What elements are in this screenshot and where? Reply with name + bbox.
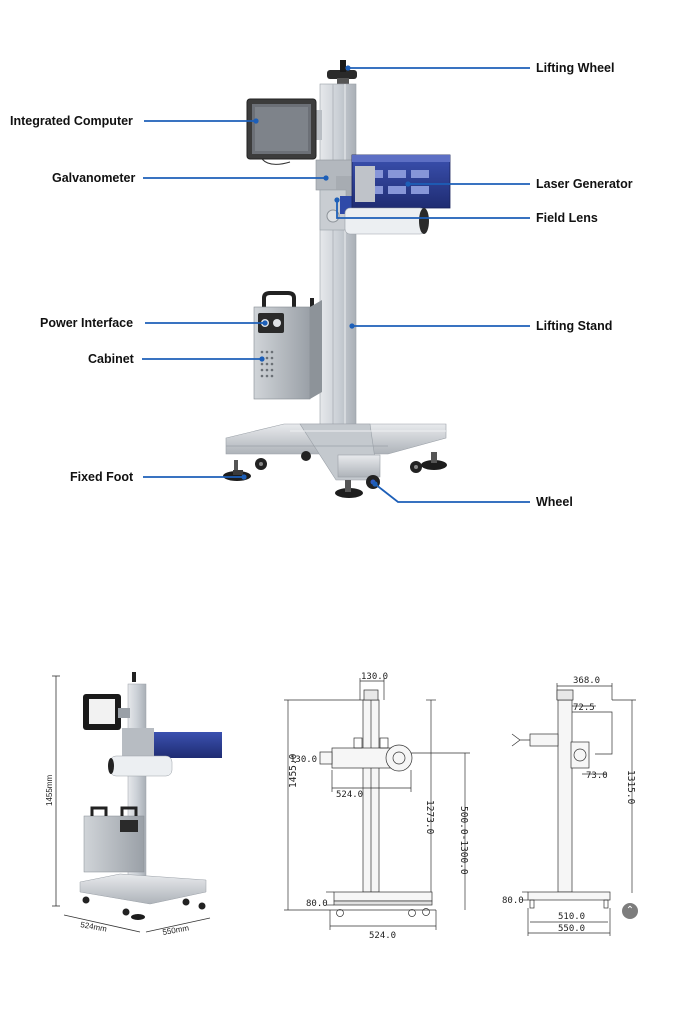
base-frame-part (225, 423, 447, 481)
callouts (142, 67, 530, 503)
side-view-dims: 368.0 72.5 73.0 1315.0 80.0 510.0 550.0 (502, 676, 636, 934)
photo-width-dim: 550mm (162, 923, 190, 937)
lifting-stand-part (319, 83, 357, 435)
sv-outer-width: 550.0 (558, 924, 585, 934)
laser-generator-part (351, 154, 451, 209)
label-laser-generator: Laser Generator (536, 177, 633, 191)
lifting-wheel-part (327, 60, 357, 86)
photo-depth-dim: 524mm (80, 920, 108, 934)
photo-height-dim: 1455mm (45, 775, 54, 806)
sv-inner-width: 510.0 (558, 912, 585, 922)
front-view-drawing (284, 678, 470, 930)
label-field-lens: Field Lens (536, 211, 598, 225)
label-integrated-computer: Integrated Computer (10, 114, 133, 128)
scroll-top-button[interactable]: ⌃ (622, 903, 638, 919)
fv-lift-range: 500.0-1300.0 (458, 806, 469, 875)
label-fixed-foot: Fixed Foot (70, 470, 134, 484)
cabinet-part (253, 291, 322, 400)
leader-wheel (374, 483, 530, 503)
chevron-up-icon: ⌃ (625, 905, 635, 916)
sv-base-height: 80.0 (502, 896, 524, 906)
field-lens-part (344, 207, 429, 235)
front-view-dims: 130.0 130.0 524.0 1455.0 1273.0 500.0-13… (288, 672, 469, 941)
fixed-foot-part (223, 452, 447, 498)
leader-field-lens (336, 200, 530, 219)
wheel-part (255, 451, 422, 489)
fv-base-width: 524.0 (369, 931, 396, 941)
fv-head-offset: 130.0 (290, 755, 317, 765)
label-wheel: Wheel (536, 495, 573, 509)
fv-top-width: 130.0 (361, 672, 388, 682)
callout-dots (241, 65, 411, 487)
galvanometer-part (315, 159, 357, 231)
fv-arm-length: 524.0 (336, 790, 363, 800)
fv-total-height: 1455.0 (288, 753, 299, 788)
label-lifting-wheel: Lifting Wheel (536, 61, 614, 75)
sv-offset-b: 73.0 (586, 771, 608, 781)
machine-illustration (223, 60, 451, 498)
fv-base-height: 80.0 (306, 899, 328, 909)
sv-offset-a: 72.5 (573, 703, 595, 713)
side-view-drawing (511, 683, 636, 936)
fv-head-height: 1273.0 (424, 800, 435, 835)
label-lifting-stand: Lifting Stand (536, 319, 612, 333)
label-power-interface: Power Interface (40, 316, 133, 330)
sv-height: 1315.0 (625, 770, 636, 805)
label-galvanometer: Galvanometer (52, 171, 136, 185)
integrated-computer-part (246, 98, 322, 165)
label-cabinet: Cabinet (88, 352, 135, 366)
photo-view: 1455mm 524mm 550mm (45, 672, 222, 937)
sv-top-depth: 368.0 (573, 676, 600, 686)
